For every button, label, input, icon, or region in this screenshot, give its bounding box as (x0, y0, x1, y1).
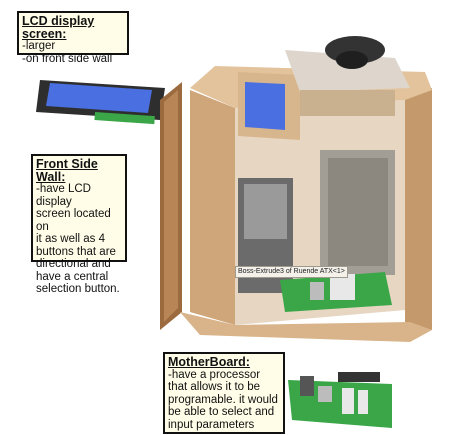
lcd-module (36, 80, 165, 125)
front-wall-callout: Front Side Wall: -have LCD display scree… (31, 154, 127, 295)
front-wall-callout-heading: Front Side Wall: (36, 157, 98, 184)
front-wall-callout-line: selection button. (36, 283, 120, 295)
power-supply-block (320, 150, 395, 275)
front-side-wall-panel (160, 82, 182, 330)
front-wall-callout-line: buttons that are (36, 245, 116, 258)
front-wall-callout-line: have a central (36, 270, 109, 283)
motherboard-callout-line: input parameters (168, 418, 255, 431)
front-wall-callout-line: -have LCD display (36, 183, 91, 208)
motherboard-callout: MotherBoard: -have a processor that allo… (163, 352, 285, 434)
motherboard-callout-line: programable. it would (168, 393, 278, 406)
motherboard-installed (280, 272, 392, 312)
lcd-callout-line: -larger (22, 40, 56, 52)
motherboard-callout-line: -have a processor (168, 368, 261, 381)
feature-tooltip: Boss-Extrude3 of Ruende ATX<1> (235, 266, 348, 278)
front-wall-callout-line: screen located on (36, 208, 111, 233)
motherboard-callout-heading: MotherBoard: (168, 355, 250, 369)
motherboard-callout-line: that allows it to be (168, 381, 261, 393)
motherboard-callout-line: be able to select and (168, 406, 275, 418)
motherboard-exploded (288, 372, 392, 428)
front-wall-callout-line: it as well as 4 (36, 233, 106, 245)
front-wall-callout-line: directional and (36, 258, 111, 270)
lcd-callout-heading: LCD display screen: (22, 14, 95, 41)
lcd-callout: LCD display screen: -larger -on front si… (17, 11, 129, 65)
lcd-callout-line: -on front side wall (22, 52, 113, 65)
top-platform (285, 36, 410, 116)
